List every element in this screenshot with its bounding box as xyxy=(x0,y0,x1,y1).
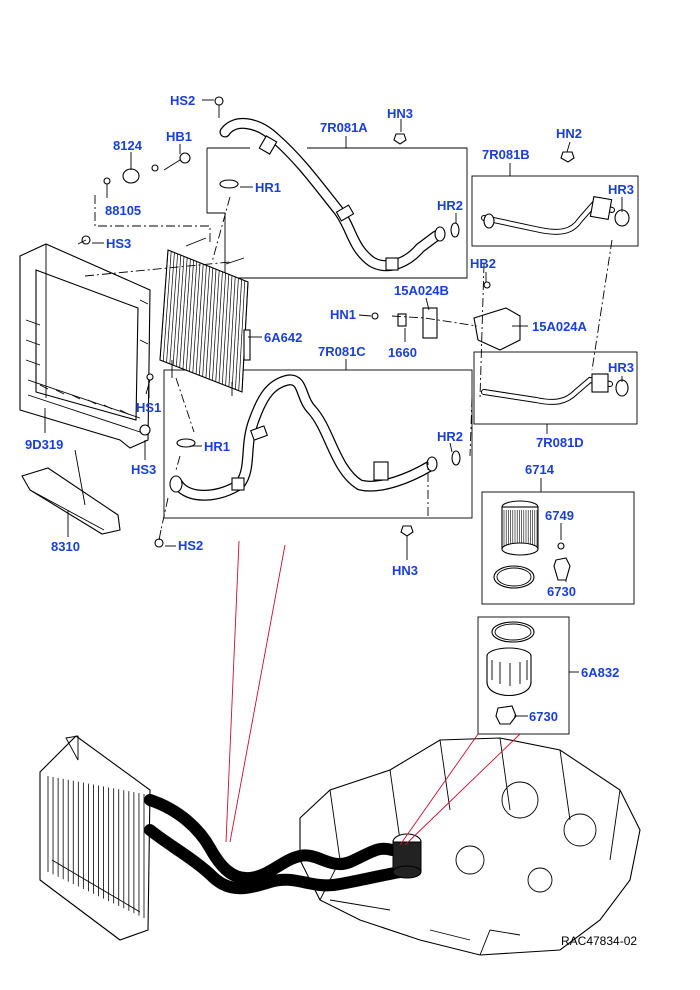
pipe-7r081d xyxy=(481,373,629,405)
hose-7r081c xyxy=(169,374,438,501)
filter-housing-6a832 xyxy=(486,621,535,725)
callout-6a832: 6A832 xyxy=(581,665,619,680)
callout-hr3-bottom: HR3 xyxy=(608,360,634,375)
callout-hn2: HN2 xyxy=(556,126,582,141)
callout-hb2: HB2 xyxy=(470,256,496,271)
leader-lines xyxy=(44,99,623,717)
callout-labels: HS2 7R081A HN3 HN2 7R081B HR3 8124 HB1 H… xyxy=(25,93,634,724)
callout-hr3-top: HR3 xyxy=(608,182,634,197)
oil-filter-6714 xyxy=(493,500,571,589)
group-box-6714 xyxy=(481,491,635,605)
radiator-shroud-9d319 xyxy=(19,243,151,449)
callout-hb1: HB1 xyxy=(166,129,192,144)
callout-1660: 1660 xyxy=(388,345,417,360)
bracket-8310 xyxy=(21,467,121,535)
callout-6714: 6714 xyxy=(525,462,555,477)
callout-hs2-top: HS2 xyxy=(170,93,195,108)
callout-6730-b: 6730 xyxy=(529,709,558,724)
locator-lines xyxy=(225,540,521,846)
callout-hs3-bottom: HS3 xyxy=(131,462,156,477)
callout-6749: 6749 xyxy=(545,508,574,523)
callout-hs2-bottom: HS2 xyxy=(178,538,203,553)
group-box-6a832 xyxy=(477,616,570,735)
callout-hs1: HS1 xyxy=(136,400,161,415)
assembly-illustration xyxy=(39,735,641,956)
callout-hr1-top: HR1 xyxy=(255,180,281,195)
callout-hr2-bottom: HR2 xyxy=(437,429,463,444)
hardware xyxy=(77,96,575,548)
callout-hr1-bottom: HR1 xyxy=(204,439,230,454)
callout-7r081b: 7R081B xyxy=(482,147,530,162)
callout-hr2-top: HR2 xyxy=(437,198,463,213)
reference-number: RAC47834-02 xyxy=(561,934,637,948)
callout-7r081a: 7R081A xyxy=(320,120,368,135)
oil-cooler-6a642 xyxy=(159,237,251,396)
callout-7r081c: 7R081C xyxy=(318,344,366,359)
callout-6730-a: 6730 xyxy=(547,584,576,599)
callout-15a024b: 15A024B xyxy=(394,283,449,298)
group-box-7r081a xyxy=(206,147,468,279)
group-box-7r081b xyxy=(471,175,639,247)
callout-hs3-top: HS3 xyxy=(106,236,131,251)
callout-7r081d: 7R081D xyxy=(536,435,584,450)
callout-6a642: 6A642 xyxy=(264,330,302,345)
callout-hn1: HN1 xyxy=(330,307,356,322)
callout-88105: 88105 xyxy=(105,203,141,218)
callout-8310: 8310 xyxy=(51,539,80,554)
callout-hn3-top: HN3 xyxy=(387,106,413,121)
pipe-7r081b xyxy=(481,195,630,235)
callout-9d319: 9D319 xyxy=(25,437,63,452)
group-box-7r081c xyxy=(163,369,473,519)
dash-lines xyxy=(84,195,613,531)
callout-hn3-bottom: HN3 xyxy=(392,563,418,578)
callout-8124: 8124 xyxy=(113,138,143,153)
callout-15a024a: 15A024A xyxy=(532,319,588,334)
group-box-7r081d xyxy=(473,351,638,425)
hose-7r081a xyxy=(219,118,446,272)
